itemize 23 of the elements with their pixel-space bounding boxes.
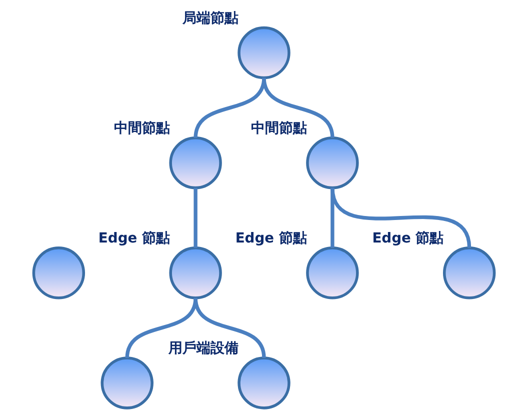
node-label: 中間節點 [250,120,307,136]
node-label: 中間節點 [114,120,170,136]
connector [262,77,334,138]
node-circle [237,26,290,80]
node-circle [442,246,496,300]
node-circle [306,246,358,300]
node-label: Edge 節點 [234,230,306,246]
node-label: 用戶端設備 [168,340,238,356]
connector [193,298,266,358]
connector [193,188,197,248]
node-label: Edge 節點 [98,230,170,246]
connector [330,187,471,248]
node-label: 局端節點 [182,10,238,26]
node-circle [168,136,222,190]
node-circle [237,356,290,410]
node-circle [32,246,85,300]
node-circle [100,356,153,410]
node-circle [306,136,358,190]
connector [193,77,266,138]
connector [124,298,197,358]
node-label: Edge 節點 [372,230,444,246]
node-circle [168,246,222,300]
connector [330,188,334,248]
